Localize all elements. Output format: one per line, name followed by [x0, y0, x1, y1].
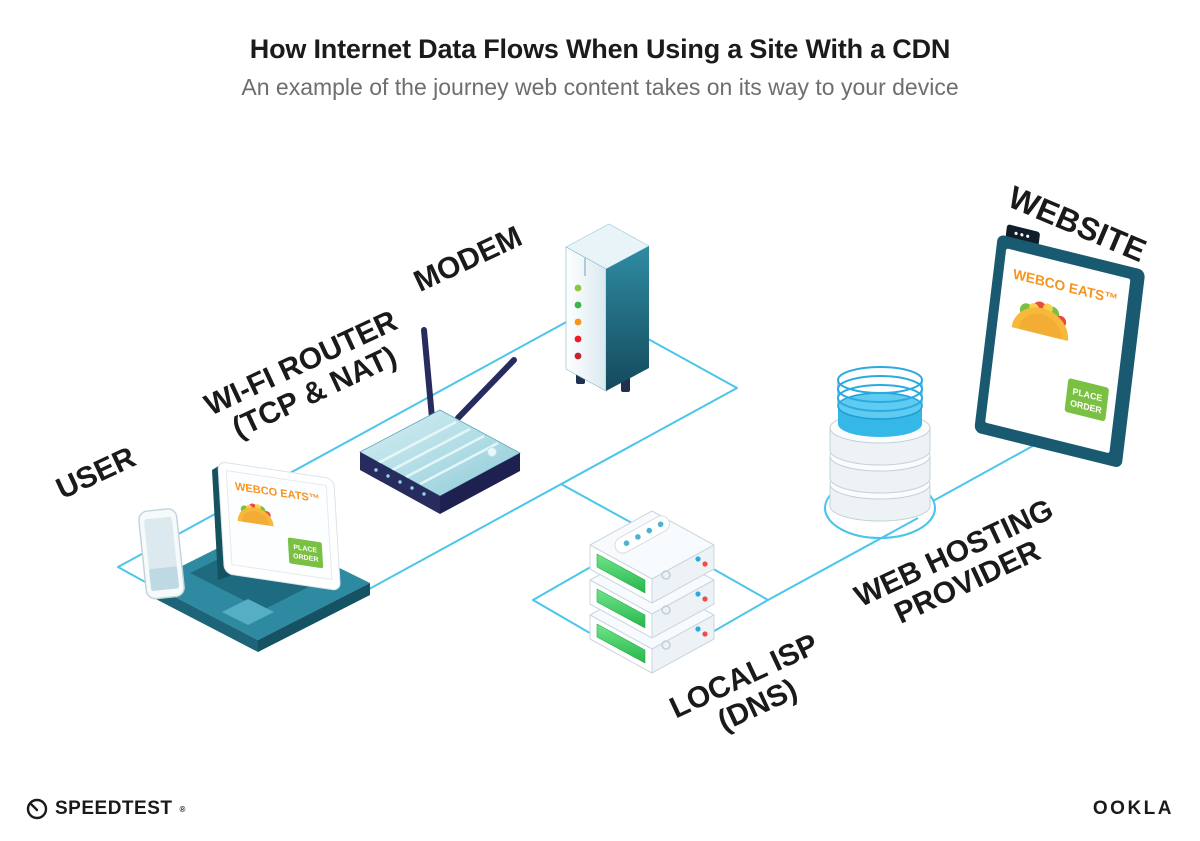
- router-leds: [374, 468, 426, 496]
- page-title: How Internet Data Flows When Using a Sit…: [249, 34, 951, 64]
- server-tier: [589, 510, 715, 604]
- speedtest-gauge-icon: [26, 798, 48, 820]
- glass-rings: [837, 366, 923, 412]
- label-user: USER: [51, 441, 141, 506]
- modem-side: [606, 246, 649, 391]
- laptop-screen: WEBCO EATS™ PLACE ORDER: [217, 462, 341, 591]
- server-top-panel: [614, 515, 670, 554]
- browser-tab-dots: [1014, 231, 1030, 238]
- label-modem: MODEM: [409, 220, 527, 299]
- label-router: WI-FI ROUTER (TCP & NAT): [200, 304, 403, 445]
- user-phone: [138, 508, 185, 600]
- hosting-ring-front: [824, 507, 936, 539]
- isp-server-stack: [589, 510, 715, 674]
- ookla-wordmark: OOKLA: [1092, 798, 1174, 819]
- router-grooves: [377, 420, 499, 486]
- hosting-servers: [829, 366, 931, 522]
- header: How Internet Data Flows When Using a Sit…: [0, 34, 1200, 101]
- speedtest-wordmark: SPEEDTEST: [55, 798, 173, 819]
- ookla-logo: OOKLA: [1093, 798, 1174, 820]
- user-laptop: WEBCO EATS™ PLACE ORDER: [138, 462, 370, 652]
- router-antenna-right: [455, 357, 517, 421]
- laptop-trackpad: [222, 599, 274, 625]
- laptop-order-button: [287, 537, 324, 569]
- router-top-light: [487, 447, 497, 457]
- modem-device: [565, 223, 650, 392]
- modem-leds: [574, 284, 582, 360]
- website-browser: WEBCO EATS™ PLACE ORDER: [974, 224, 1145, 468]
- laptop-base-edge-right: [258, 583, 370, 652]
- speedtest-logo: SPEEDTEST ®: [26, 798, 186, 820]
- page-subtitle: An example of the journey web content ta…: [241, 74, 959, 100]
- router-antenna-left: [421, 327, 435, 421]
- router-front-right: [440, 453, 520, 514]
- svg-text:ORDER: ORDER: [293, 553, 319, 564]
- footer: SPEEDTEST ® OOKLA: [0, 798, 1200, 820]
- laptop-base-edge-left: [148, 583, 258, 652]
- wifi-router: [359, 327, 521, 514]
- place-order-button: [1064, 378, 1109, 421]
- line-isp-hosting: [767, 517, 919, 601]
- svg-text:PLACE: PLACE: [293, 544, 317, 555]
- speedtest-trademark: ®: [179, 804, 186, 814]
